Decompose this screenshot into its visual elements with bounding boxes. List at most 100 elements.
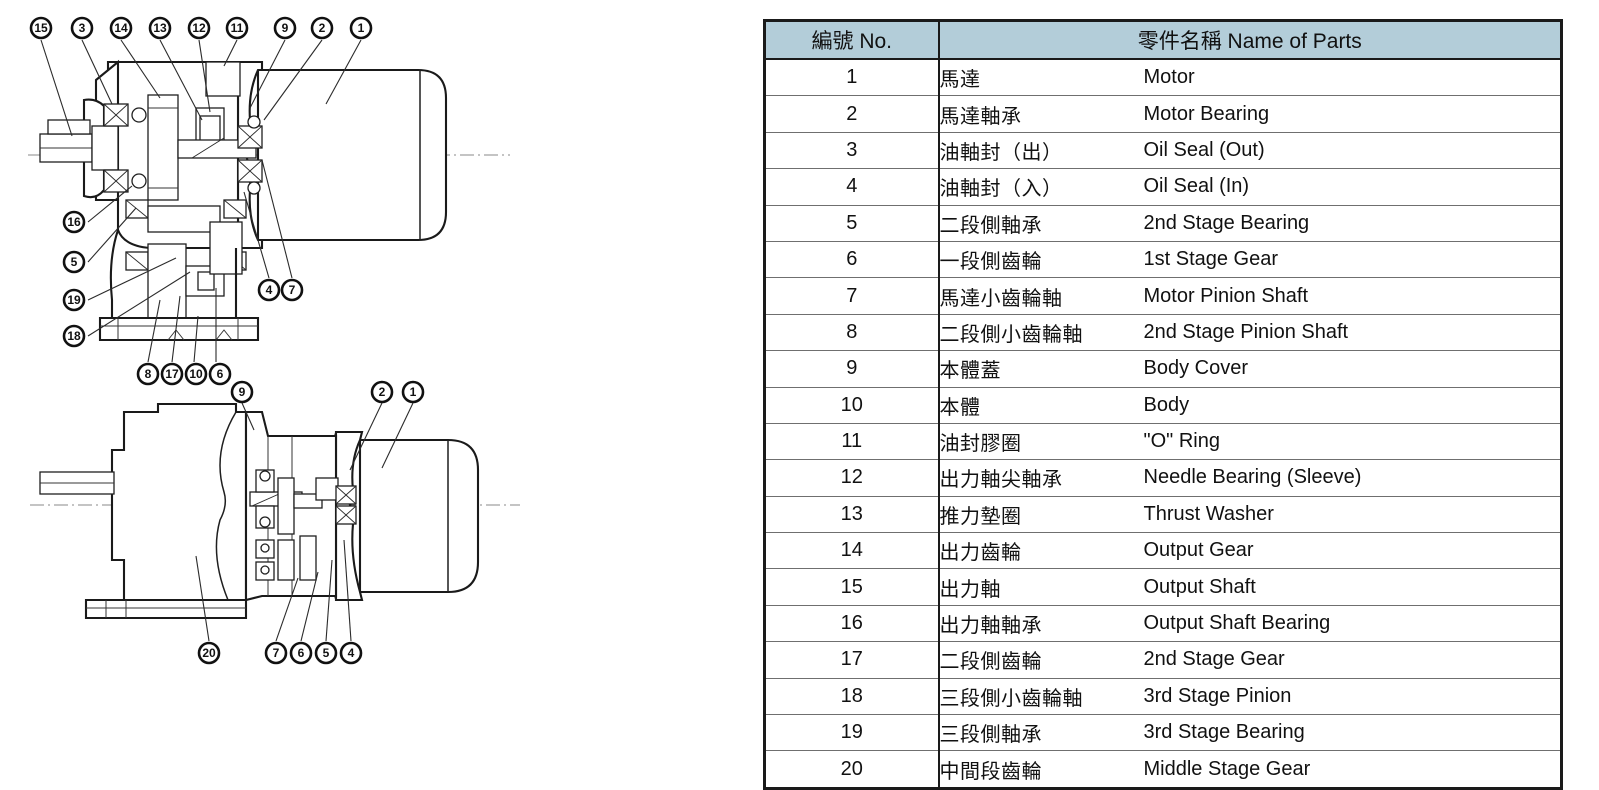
part-number-cell: 17 (764, 641, 940, 679)
leader-5 (87, 207, 137, 263)
part-name-en-cell: Oil Seal (Out) (1143, 132, 1562, 170)
output-shaft-bearing-upper (103, 103, 147, 127)
part-name-zh-cell: 本體 (938, 387, 1144, 424)
part-number-cell: 10 (764, 387, 940, 424)
part-name-en-cell: 3rd Stage Pinion (1143, 678, 1562, 716)
leader-16 (87, 185, 133, 223)
part-number-cell: 9 (764, 350, 940, 388)
callout-11: 11 (225, 16, 249, 40)
part-name-zh-cell: 出力軸尖軸承 (938, 459, 1144, 497)
callout-label: 12 (192, 21, 206, 35)
leader-8 (147, 299, 161, 363)
mounting-base (98, 316, 260, 342)
housing-lower-wall (109, 229, 238, 318)
part-name-en-cell: Middle Stage Gear (1143, 750, 1562, 789)
callout-3: 3 (70, 16, 94, 40)
callout-label: 20 (202, 646, 216, 660)
callout-2: 2 (310, 16, 334, 40)
leader-11 (223, 39, 238, 67)
part-name-zh-cell: 出力齒輪 (938, 532, 1144, 570)
callout-label: 6 (217, 367, 224, 381)
part-name-zh-cell: 出力軸軸承 (938, 605, 1144, 643)
part-name-zh-cell: 出力軸 (938, 568, 1144, 606)
part-name-en-cell: Output Shaft (1143, 568, 1562, 606)
callout-1: 1 (349, 16, 373, 40)
part-name-zh-cell: 三段側軸承 (938, 714, 1144, 752)
part-number-cell: 1 (764, 59, 940, 97)
column-header-name: 零件名稱 Name of Parts (938, 20, 1562, 60)
leader-17 (171, 295, 181, 363)
part-number-cell: 3 (764, 132, 940, 170)
side-leader-9 (241, 402, 255, 431)
part-name-en-cell: 2nd Stage Bearing (1143, 205, 1562, 242)
part-number-cell: 11 (764, 423, 940, 461)
side-view-drawing: 9 2 1 20 7 6 5 4 (30, 380, 520, 665)
part-name-zh-cell: 二段側軸承 (938, 205, 1144, 242)
side-shaft-b (293, 493, 323, 509)
top-view-drawing: 15 3 14 13 12 11 9 2 (28, 16, 510, 386)
callout-16: 16 (62, 210, 86, 234)
callout-6: 6 (208, 362, 232, 386)
second-stage-gear (147, 205, 221, 233)
part-number-cell: 15 (764, 568, 940, 606)
column-header-no: 編號 No. (764, 20, 940, 60)
side-callout-9: 9 (230, 380, 254, 404)
callout-18: 18 (62, 324, 86, 348)
part-name-en-cell: "O" Ring (1143, 423, 1562, 461)
side-leader-6 (300, 571, 319, 642)
callout-label: 4 (348, 646, 355, 660)
leader-15 (40, 39, 73, 137)
callout-label: 18 (67, 329, 81, 343)
callout-label: 11 (231, 21, 244, 35)
part-name-en-cell: Body (1143, 387, 1562, 424)
side-bearing-a (255, 469, 275, 529)
part-name-en-cell: Output Shaft Bearing (1143, 605, 1562, 643)
side-motor-body (358, 438, 480, 594)
callout-label: 7 (289, 283, 296, 297)
callout-15: 15 (29, 16, 53, 40)
callout-label: 6 (298, 646, 305, 660)
callout-label: 14 (114, 21, 128, 35)
side-callout-1: 1 (401, 380, 425, 404)
callout-label: 1 (410, 385, 417, 399)
callout-label: 5 (71, 255, 78, 269)
leader-14 (120, 39, 161, 99)
callout-label: 9 (239, 385, 246, 399)
leader-18 (87, 271, 191, 337)
callout-label: 5 (323, 646, 330, 660)
part-number-cell: 7 (764, 277, 940, 315)
leader-2 (263, 39, 323, 121)
side-mounting-base (84, 598, 248, 620)
callout-label: 10 (189, 367, 203, 381)
callout-4: 4 (257, 278, 281, 302)
callout-label: 4 (266, 283, 273, 297)
callout-10: 10 (184, 362, 208, 386)
part-name-en-cell: Motor (1143, 59, 1562, 97)
leader-3 (81, 39, 113, 105)
part-number-cell: 6 (764, 241, 940, 279)
part-name-zh-cell: 一段側齒輪 (938, 241, 1144, 279)
part-name-en-cell: 2nd Stage Gear (1143, 641, 1562, 679)
shaft-step (91, 125, 119, 171)
part-name-en-cell: 2nd Stage Pinion Shaft (1143, 314, 1562, 352)
part-number-cell: 4 (764, 168, 940, 206)
side-leader-5 (325, 559, 333, 642)
side-callout-4: 4 (339, 641, 363, 665)
part-name-zh-cell: 油軸封（入） (938, 168, 1144, 206)
callout-19: 19 (62, 288, 86, 312)
o-ring-seat (205, 61, 241, 97)
leader-7 (261, 159, 293, 279)
callout-label: 15 (34, 21, 48, 35)
part-number-cell: 13 (764, 496, 940, 534)
leader-4 (243, 191, 270, 279)
first-stage-gear (209, 221, 243, 275)
part-number-cell: 16 (764, 605, 940, 643)
part-name-zh-cell: 馬達 (938, 59, 1144, 97)
